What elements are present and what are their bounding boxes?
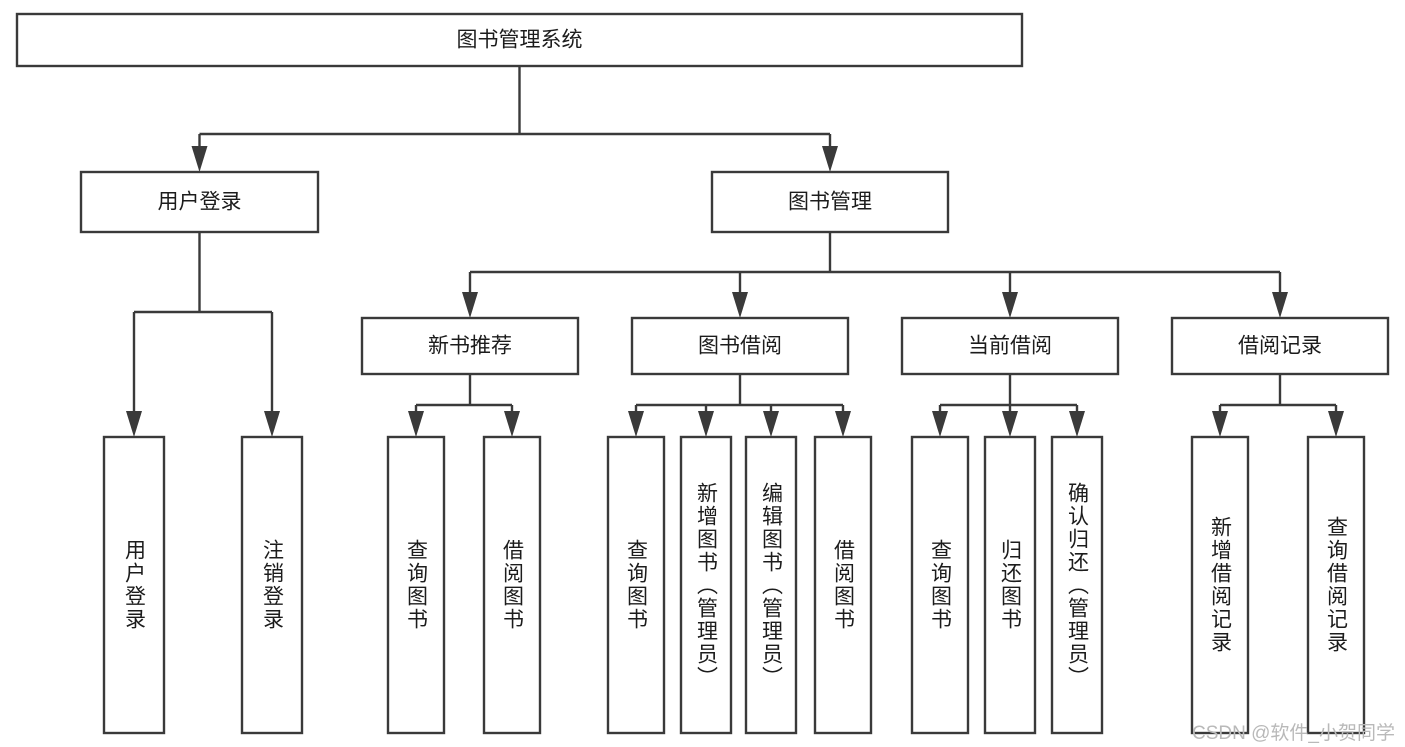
node-box-leaf-query-book-2[interactable] xyxy=(606,435,666,735)
arrow-head-leaf-edit-book xyxy=(763,411,779,437)
arrow-head-leaf-query-book-3 xyxy=(932,411,948,437)
node-label-book-borrow: 图书借阅 xyxy=(698,335,782,358)
node-box-book-management[interactable] xyxy=(710,170,950,234)
node-box-new-book-recommend[interactable] xyxy=(360,316,580,376)
arrow-head-leaf-logout xyxy=(264,411,280,437)
arrow-head-leaf-borrow-book-2 xyxy=(835,411,851,437)
node-box-leaf-return-book[interactable] xyxy=(983,435,1037,735)
arrow-head-leaf-borrow-book-1 xyxy=(504,411,520,437)
arrow-head-user-login xyxy=(191,146,208,172)
arrow-head-leaf-user-login xyxy=(126,411,142,437)
node-label-new-book-recommend: 新书推荐 xyxy=(428,335,512,358)
node-box-leaf-edit-book[interactable] xyxy=(744,435,798,735)
arrow-head-leaf-add-book xyxy=(698,411,714,437)
node-box-user-login[interactable] xyxy=(79,170,320,234)
node-box-leaf-add-book[interactable] xyxy=(679,435,733,735)
node-label-borrow-record: 借阅记录 xyxy=(1238,335,1322,358)
node-label-root: 图书管理系统 xyxy=(457,29,583,52)
node-label-user-login: 用户登录 xyxy=(158,191,242,214)
node-box-current-borrow[interactable] xyxy=(900,316,1120,376)
node-box-leaf-logout[interactable] xyxy=(240,435,304,735)
arrow-head-leaf-query-borrow-record xyxy=(1328,411,1344,437)
node-box-borrow-record[interactable] xyxy=(1170,316,1390,376)
arrow-head-borrow-record xyxy=(1272,292,1288,318)
arrow-head-leaf-confirm-return xyxy=(1069,411,1085,437)
arrow-head-book-management xyxy=(822,146,838,172)
node-box-leaf-query-book-3[interactable] xyxy=(910,435,970,735)
node-box-leaf-borrow-book-2[interactable] xyxy=(813,435,873,735)
node-box-root[interactable] xyxy=(15,12,1024,68)
arrow-head-leaf-add-borrow-record xyxy=(1212,411,1228,437)
node-box-leaf-user-login[interactable] xyxy=(102,435,166,735)
arrow-head-book-borrow xyxy=(732,292,748,318)
connector-layer xyxy=(126,66,1344,437)
csdn-watermark: CSDN @软件_小贺同学 xyxy=(1192,723,1395,744)
node-box-leaf-borrow-book-1[interactable] xyxy=(482,435,542,735)
node-box-leaf-query-book-1[interactable] xyxy=(386,435,446,735)
node-box-book-borrow[interactable] xyxy=(630,316,850,376)
arrow-head-current-borrow xyxy=(1002,292,1018,318)
arrow-head-leaf-return-book xyxy=(1002,411,1018,437)
node-box-leaf-query-borrow-record[interactable] xyxy=(1306,435,1366,735)
node-box-leaf-add-borrow-record[interactable] xyxy=(1190,435,1250,735)
node-label-book-management: 图书管理 xyxy=(788,191,872,214)
arrow-head-leaf-query-book-2 xyxy=(628,411,644,437)
node-layer xyxy=(15,12,1390,735)
arrow-head-new-book-recommend xyxy=(462,292,478,318)
node-box-leaf-confirm-return[interactable] xyxy=(1050,435,1104,735)
arrow-head-leaf-query-book-1 xyxy=(408,411,424,437)
node-label-current-borrow: 当前借阅 xyxy=(968,335,1052,358)
